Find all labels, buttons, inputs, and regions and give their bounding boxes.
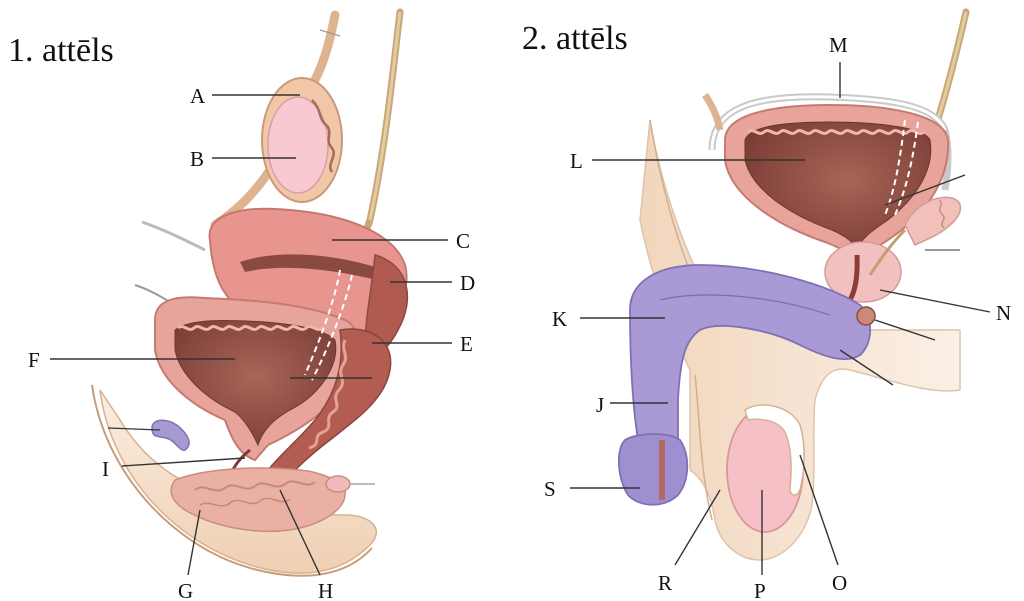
male-pelvis-figure bbox=[619, 12, 966, 560]
label-N: N bbox=[996, 301, 1011, 325]
label-J: J bbox=[596, 393, 604, 417]
glans bbox=[619, 434, 687, 505]
pubic-bone bbox=[152, 420, 189, 450]
label-L: L bbox=[570, 149, 583, 173]
label-H: H bbox=[318, 579, 333, 601]
label-C: C bbox=[456, 229, 470, 253]
label-B: B bbox=[190, 147, 204, 171]
label-E: E bbox=[460, 332, 473, 356]
female-pelvis-figure bbox=[92, 12, 407, 576]
label-D: D bbox=[460, 271, 475, 295]
label-A: A bbox=[190, 84, 206, 108]
label-F: F bbox=[28, 348, 40, 372]
label-I: I bbox=[102, 457, 109, 481]
label-G: G bbox=[178, 579, 193, 601]
label-K: K bbox=[552, 307, 567, 331]
label-P: P bbox=[754, 579, 766, 601]
label-S: S bbox=[544, 477, 556, 501]
label-O: O bbox=[832, 571, 847, 595]
label-R: R bbox=[658, 571, 672, 595]
label-M: M bbox=[829, 33, 848, 57]
